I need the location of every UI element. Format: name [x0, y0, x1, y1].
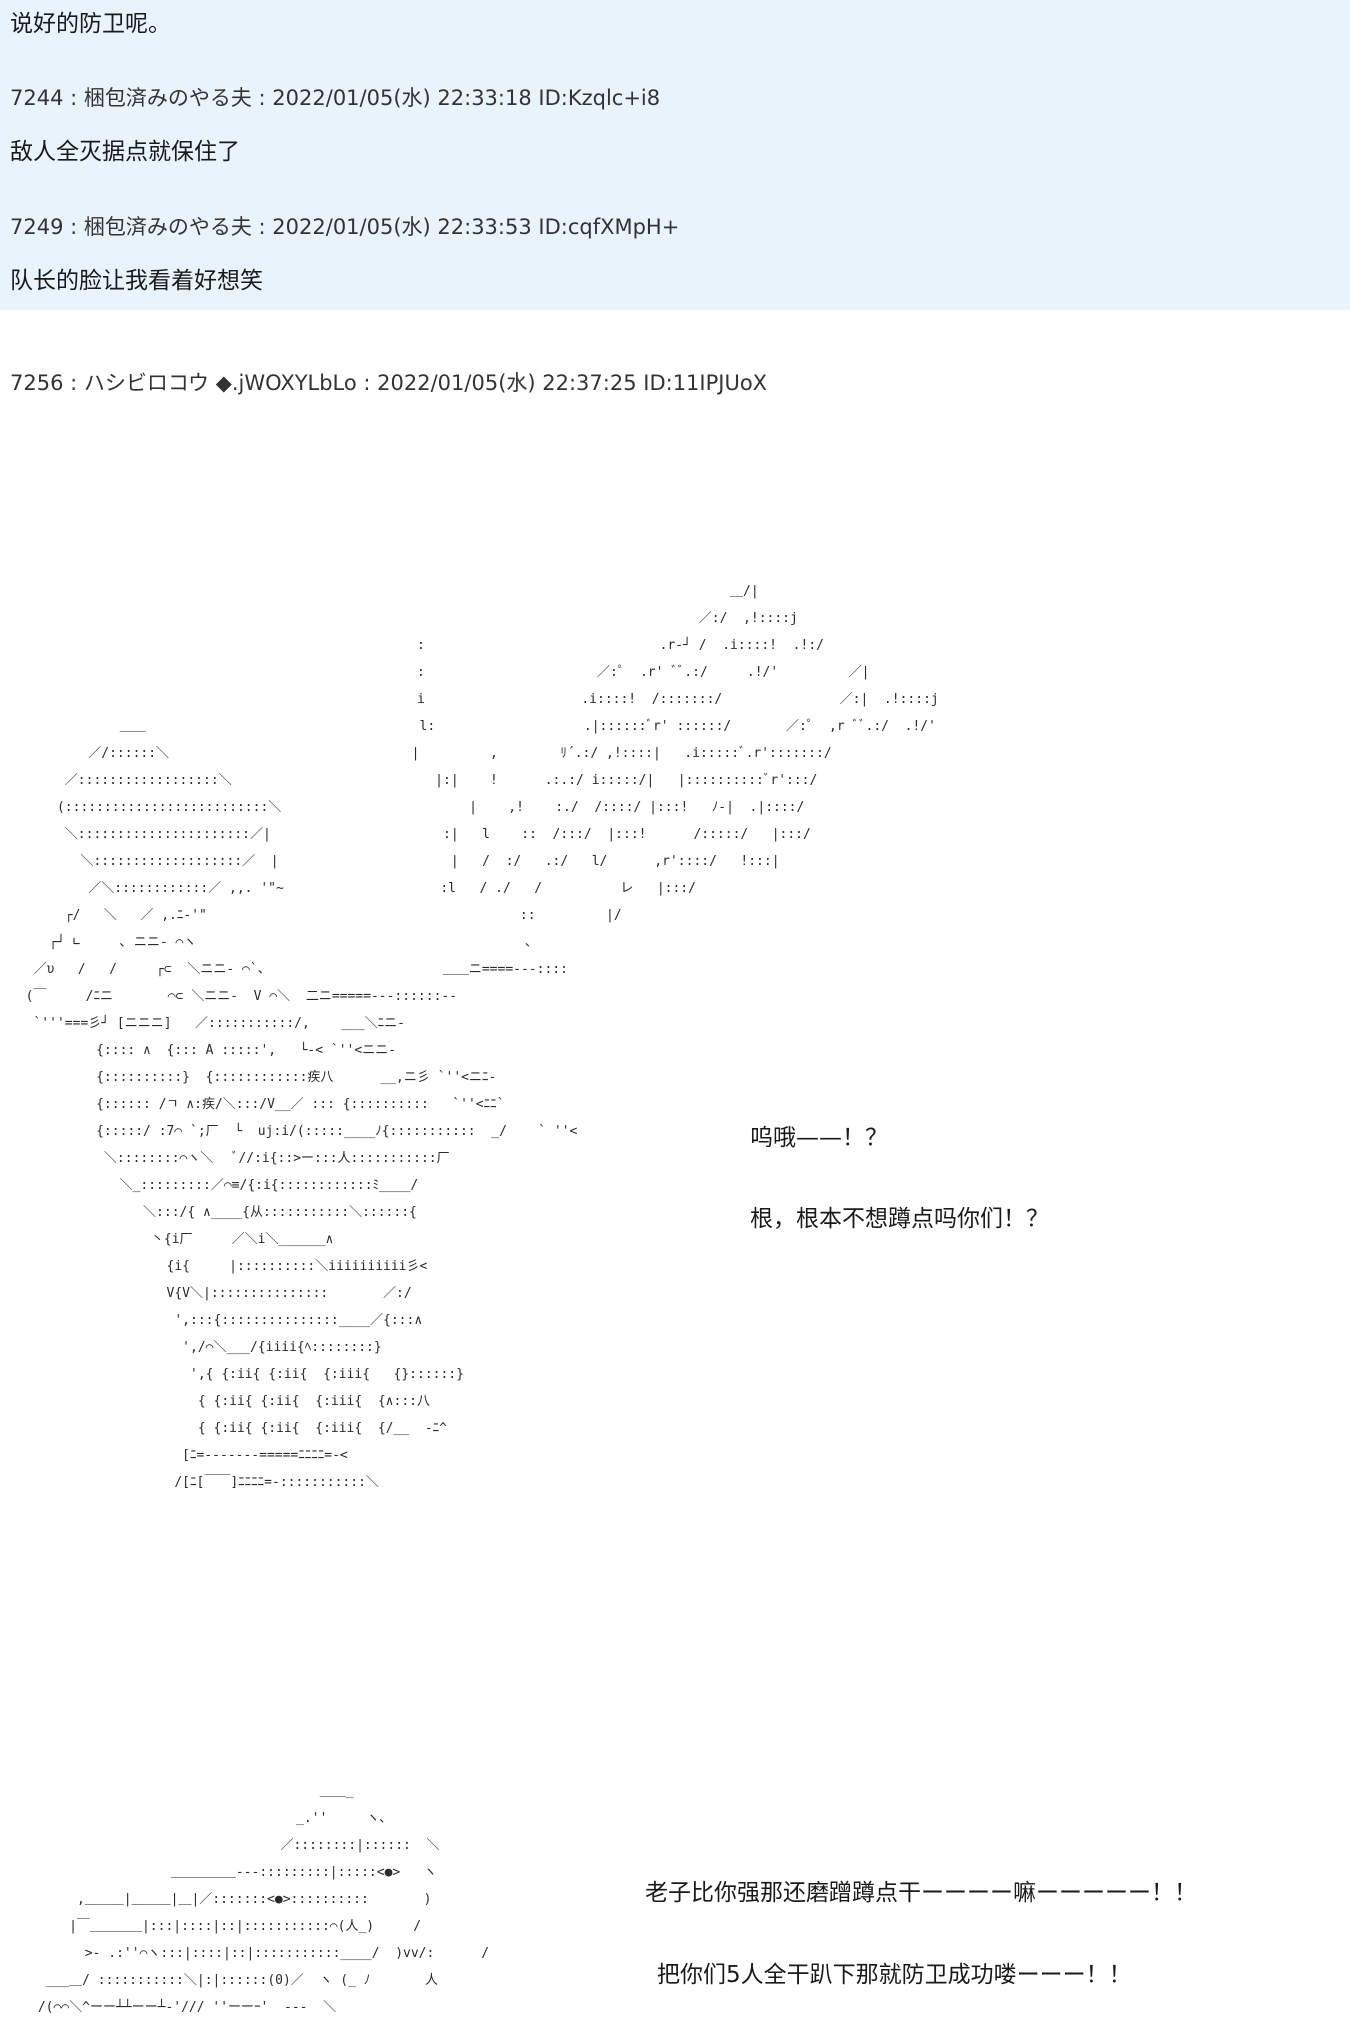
dialog-line-4: 把你们5人全干趴下那就防卫成功喽ーーー！！ [657, 1962, 1132, 1988]
post-header-7244: 7244 : 梱包済みのやる夫 : 2022/01/05(水) 22:33:18… [10, 86, 661, 110]
dialog-line-2: 根，根本不想蹲点吗你们！？ [750, 1206, 1049, 1232]
dialog-line-3: 老子比你强那还磨蹭蹲点干ーーーー嘛ーーーーー！！ [645, 1880, 1197, 1906]
previous-post-text: 说好的防卫呢。 [10, 11, 171, 37]
post-header-7256: 7256 : ハシビロコウ ◆.jWOXYLbLo : 2022/01/05(水… [10, 371, 768, 395]
dialog-line-1: 呜哦——！？ [750, 1125, 888, 1151]
post-text-7244: 敌人全灭据点就保住了 [10, 139, 240, 165]
post-header-7249: 7249 : 梱包済みのやる夫 : 2022/01/05(水) 22:33:53… [10, 215, 680, 239]
post-text-7249: 队长的脸让我看着好想笑 [10, 268, 263, 294]
highlighted-posts-block [0, 0, 1350, 310]
ascii-art-bottom-character: ＿＿_ _.'' ヽ､ ／::::::::|:::::: ＼ ＿＿＿＿＿---:… [37, 1784, 490, 2015]
ascii-art-hammer-character: ＿/| ／:/ ,!::::j : .r‐┘ / .i:: [25, 584, 939, 1490]
